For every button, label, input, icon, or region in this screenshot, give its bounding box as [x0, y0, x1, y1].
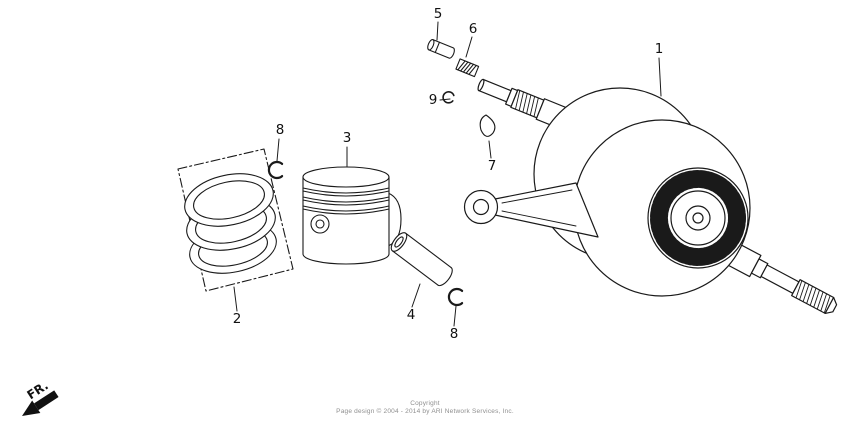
fr-arrow-icon — [22, 400, 41, 416]
bolt — [427, 39, 455, 59]
callout-6[interactable]: 6 — [469, 21, 478, 37]
callout-3[interactable]: 3 — [343, 130, 352, 146]
callout-4[interactable]: 4 — [407, 307, 416, 323]
shaft-clip — [442, 91, 455, 104]
piston-pin-clip-left — [267, 160, 284, 180]
crank-hub-splines — [647, 167, 749, 269]
callout-2[interactable]: 2 — [233, 311, 242, 327]
piston — [302, 166, 402, 265]
piston-pin — [390, 232, 453, 287]
callout-leader-lines — [233, 21, 662, 327]
callout-7[interactable]: 7 — [488, 158, 497, 174]
piston-pin-clip-right — [447, 287, 464, 307]
woodruff-key — [479, 114, 496, 137]
piston-crown — [302, 166, 390, 188]
callout-8-left[interactable]: 8 — [276, 122, 285, 138]
piston-ring-set — [177, 148, 294, 292]
callout-5[interactable]: 5 — [434, 6, 443, 22]
callout-1[interactable]: 1 — [655, 41, 664, 57]
piston-pin-hole — [310, 214, 330, 234]
spring — [455, 58, 480, 78]
footer-copyright-line2: Page design © 2004 - 2014 by ARI Network… — [336, 408, 514, 415]
crankshaft-assembly — [463, 78, 838, 315]
callout-8-right[interactable]: 8 — [450, 326, 459, 342]
footer-copyright: Copyright Page design © 2004 - 2014 by A… — [0, 400, 850, 416]
callout-9[interactable]: 9 — [429, 92, 438, 108]
piston-body — [302, 176, 390, 265]
connecting-rod — [463, 182, 599, 238]
crankshaft-lower-shaft — [720, 239, 838, 315]
footer-copyright-line1: Copyright — [410, 400, 440, 407]
top-compression-ring — [184, 173, 274, 227]
